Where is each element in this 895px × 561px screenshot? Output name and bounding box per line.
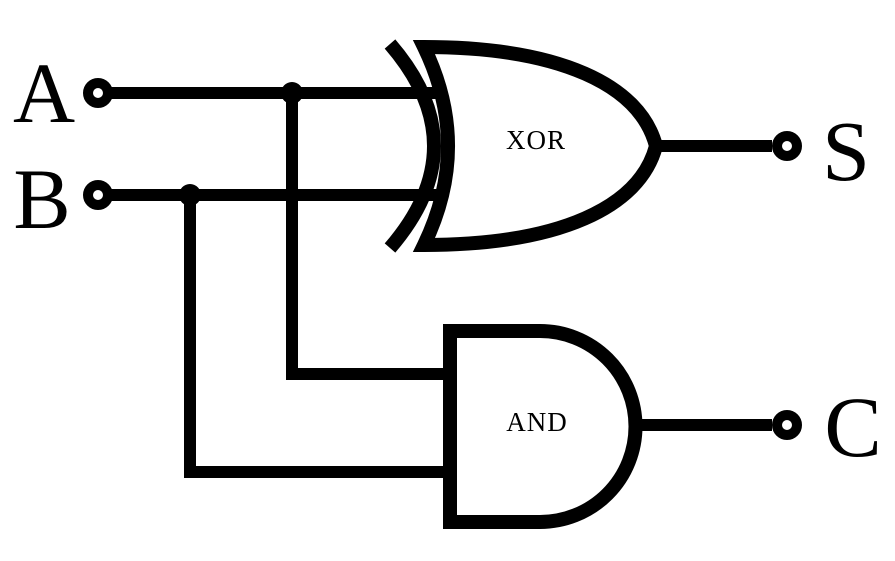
wire-a-branch-to-and: [286, 93, 456, 380]
xor-back-arc: [384, 39, 441, 253]
xor-body: [412, 39, 664, 253]
xor-gate: XOR: [384, 39, 664, 253]
junction-dot-a: [281, 82, 303, 104]
wire-b-branch-to-and: [184, 195, 456, 478]
and-body: [443, 324, 643, 529]
wires: [110, 87, 772, 478]
terminal-input-b: [83, 180, 113, 210]
terminal-input-a: [83, 78, 113, 108]
output-label-s: S: [822, 103, 870, 199]
and-gate-label: AND: [506, 407, 568, 437]
and-gate: AND: [443, 324, 643, 529]
terminal-output-s: [772, 131, 802, 161]
input-label-a: A: [13, 45, 75, 141]
output-label-c: C: [824, 379, 881, 475]
input-label-b: B: [13, 151, 70, 247]
xor-gate-label: XOR: [506, 125, 566, 155]
junction-dot-b: [179, 184, 201, 206]
terminal-output-c: [772, 410, 802, 440]
